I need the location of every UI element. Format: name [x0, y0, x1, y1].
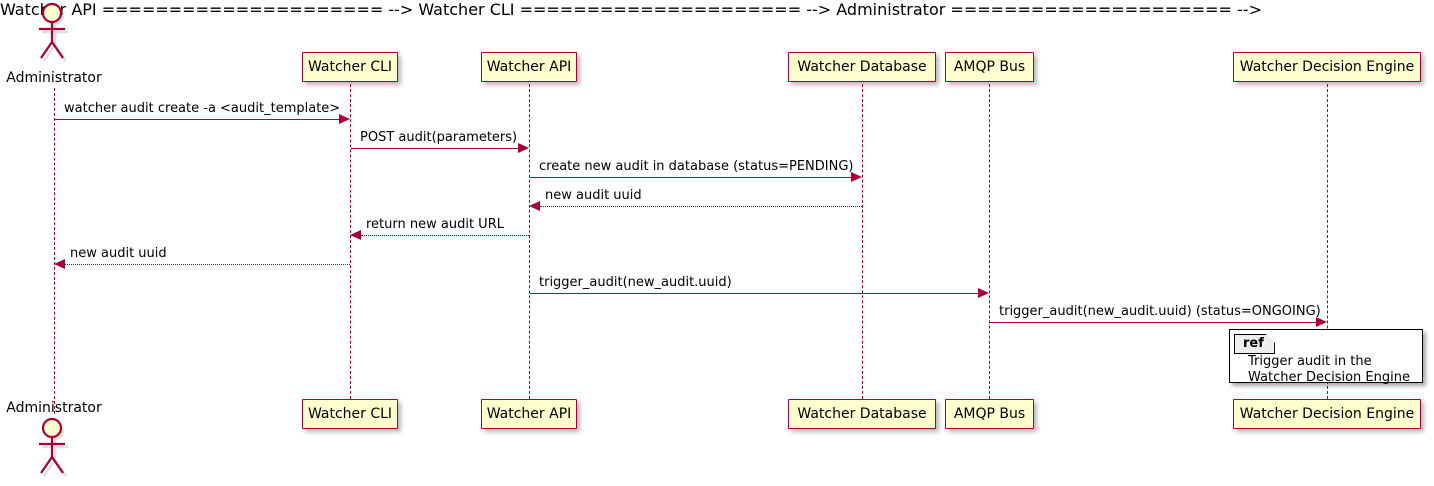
actor-figure-top [26, 2, 82, 68]
lifeline-administrator [54, 88, 55, 414]
participant-label-watcher-cli-bottom: Watcher CLI [307, 406, 393, 422]
participant-box-watcher-database-top[interactable]: Watcher Database [788, 52, 936, 82]
ref-fragment-line-1: Trigger audit in the [1248, 354, 1372, 369]
participant-label-amqp-bus-top: AMQP Bus [953, 59, 1026, 75]
message-label-return-new-audit-url: return new audit URL [366, 217, 504, 232]
message-arrowhead-return-new-audit-url [350, 230, 361, 240]
message-label-create-new-audit: create new audit in database (status=PEN… [539, 159, 854, 174]
message-label-post-audit: POST audit(parameters) [360, 130, 518, 145]
lifeline-watcher-cli [350, 84, 351, 399]
message-line-return-new-audit-url [361, 235, 529, 236]
ref-fragment-box[interactable]: ref Trigger audit in the Watcher Decisio… [1229, 329, 1423, 386]
actor-label-top: Administrator [6, 70, 102, 86]
participant-label-watcher-database-bottom: Watcher Database [797, 406, 927, 422]
lifeline-watcher-decision-engine [1327, 84, 1328, 399]
message-label-new-audit-uuid-api: new audit uuid [545, 188, 642, 203]
actor-figure-bottom [26, 417, 82, 486]
participant-box-watcher-decision-engine-bottom[interactable]: Watcher Decision Engine [1233, 399, 1421, 429]
participant-label-watcher-decision-engine-bottom: Watcher Decision Engine [1239, 406, 1415, 422]
participant-label-watcher-cli-top: Watcher CLI [307, 59, 393, 75]
message-line-new-audit-uuid-api [540, 206, 862, 207]
message-line-trigger-audit [530, 293, 979, 294]
lifeline-watcher-api [529, 84, 530, 399]
participant-label-watcher-decision-engine-top: Watcher Decision Engine [1239, 59, 1415, 75]
participant-box-watcher-database-bottom[interactable]: Watcher Database [788, 399, 936, 429]
participant-box-watcher-api-top[interactable]: Watcher API [481, 52, 577, 82]
message-label-new-audit-uuid-admin: new audit uuid [70, 246, 167, 261]
participant-box-watcher-cli-bottom[interactable]: Watcher CLI [302, 399, 398, 429]
participant-box-amqp-bus-bottom[interactable]: AMQP Bus [945, 399, 1034, 429]
lifeline-watcher-database [862, 84, 863, 399]
participant-label-watcher-database-top: Watcher Database [797, 59, 927, 75]
actor-label-bottom: Administrator [6, 400, 102, 416]
message-label-trigger-audit: trigger_audit(new_audit.uuid) [539, 275, 732, 290]
participant-box-amqp-bus-top[interactable]: AMQP Bus [945, 52, 1034, 82]
message-arrowhead-trigger-audit-ongoing [1316, 317, 1327, 327]
ref-fragment-tag: ref [1234, 334, 1275, 354]
message-arrowhead-watcher-audit-create [339, 114, 350, 124]
ref-fragment-text: Trigger audit in the Watcher Decision En… [1248, 354, 1410, 386]
message-line-create-new-audit [530, 177, 852, 178]
lifeline-amqp-bus [989, 84, 990, 399]
message-line-watcher-audit-create [55, 119, 340, 120]
message-arrowhead-new-audit-uuid-api [529, 201, 540, 211]
message-arrowhead-create-new-audit [851, 172, 862, 182]
message-label-watcher-audit-create: watcher audit create -a <audit_template> [64, 101, 341, 116]
message-line-new-audit-uuid-admin [65, 264, 350, 265]
message-arrowhead-new-audit-uuid-admin [54, 259, 65, 269]
participant-label-amqp-bus-bottom: AMQP Bus [953, 406, 1026, 422]
message-arrowhead-trigger-audit [978, 288, 989, 298]
message-label-trigger-audit-ongoing: trigger_audit(new_audit.uuid) (status=ON… [999, 304, 1321, 319]
message-line-post-audit [351, 148, 519, 149]
participant-box-watcher-decision-engine-top[interactable]: Watcher Decision Engine [1233, 52, 1421, 82]
message-line-trigger-audit-ongoing [990, 322, 1317, 323]
participant-label-watcher-api-bottom: Watcher API [486, 406, 572, 422]
message-arrowhead-post-audit [518, 143, 529, 153]
participant-box-watcher-cli-top[interactable]: Watcher CLI [302, 52, 398, 82]
ref-fragment-line-2: Watcher Decision Engine [1248, 370, 1410, 385]
participant-label-watcher-api-top: Watcher API [486, 59, 572, 75]
participant-box-watcher-api-bottom[interactable]: Watcher API [481, 399, 577, 429]
